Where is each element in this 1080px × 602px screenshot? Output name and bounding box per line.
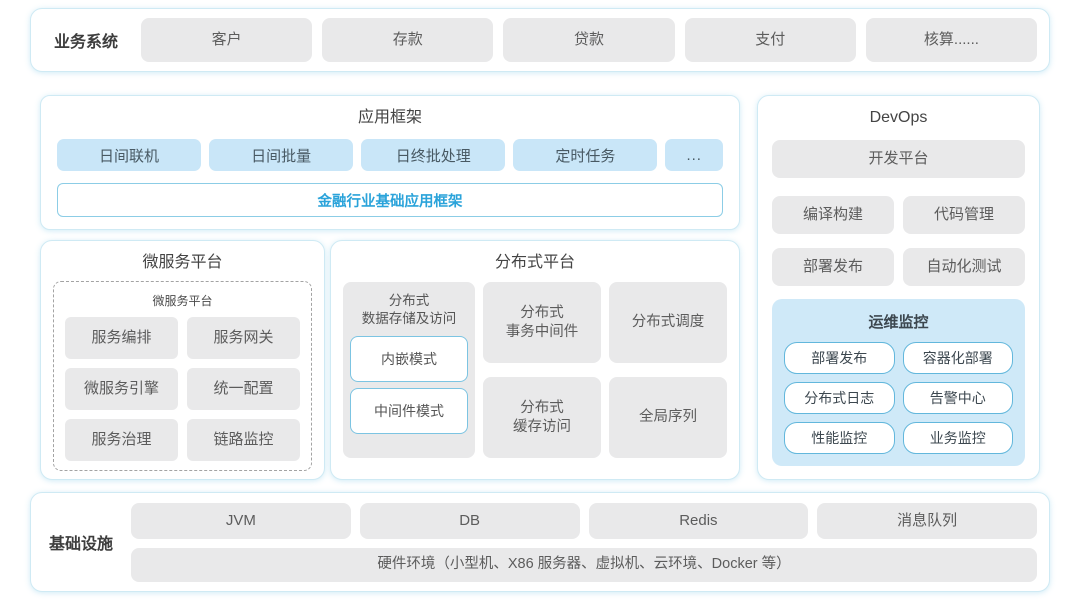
- micro-item-engine: 微服务引擎: [65, 368, 178, 410]
- infrastructure-label: 基础设施: [48, 536, 113, 553]
- app-framework-title: 应用框架: [357, 109, 422, 126]
- devops-tool-build: 编译构建: [772, 196, 894, 234]
- dist-item-global-sequence: 全局序列: [609, 377, 727, 458]
- ops-item-business-monitor: 业务监控: [902, 422, 1013, 454]
- infrastructure-items: JVM DB Redis 消息队列: [131, 502, 1037, 539]
- ops-item-perf-monitor: 性能监控: [784, 422, 895, 454]
- microservice-grid: 服务编排 服务网关 微服务引擎 统一配置 服务治理 链路监控: [65, 317, 300, 461]
- infrastructure-panel: 基础设施 JVM DB Redis 消息队列 硬件环境（小型机、X86 服务器、…: [30, 492, 1050, 592]
- devops-tool-code-mgmt: 代码管理: [903, 196, 1025, 234]
- infra-item-redis: Redis: [588, 502, 809, 539]
- devops-tool-deploy: 部署发布: [772, 248, 894, 286]
- devops-tool-auto-test: 自动化测试: [903, 248, 1025, 286]
- app-framework-items: 日间联机 日间批量 日终批处理 定时任务 ...: [57, 139, 724, 171]
- business-item-customer: 客户: [141, 18, 313, 62]
- dist-item-transaction-middleware: 分布式 事务中间件: [483, 282, 601, 363]
- microservice-inner-title: 微服务平台: [152, 294, 213, 308]
- microservice-platform-panel: 微服务平台 微服务平台 服务编排 服务网关 微服务引擎 统一配置 服务治理 链路…: [40, 240, 325, 480]
- micro-item-gateway: 服务网关: [187, 317, 300, 359]
- microservice-platform-title: 微服务平台: [142, 254, 223, 271]
- ops-item-deploy-release: 部署发布: [784, 342, 895, 374]
- hardware-environment-box: 硬件环境（小型机、X86 服务器、虚拟机、云环境、Docker 等）: [131, 547, 1037, 582]
- app-framework-item-eod-batch: 日终批处理: [361, 139, 506, 171]
- microservice-inner-box: 微服务平台 服务编排 服务网关 微服务引擎 统一配置 服务治理 链路监控: [53, 281, 312, 471]
- app-framework-item-daytime-online: 日间联机: [57, 139, 202, 171]
- infrastructure-body: JVM DB Redis 消息队列 硬件环境（小型机、X86 服务器、虚拟机、云…: [131, 502, 1049, 582]
- dist-item-scheduling: 分布式调度: [609, 282, 727, 363]
- distributed-col-right: 分布式调度 全局序列: [609, 282, 727, 458]
- business-systems-panel: 业务系统 客户 存款 贷款 支付 核算......: [30, 8, 1050, 72]
- micro-item-orchestration: 服务编排: [65, 317, 178, 359]
- app-framework-panel: 应用框架 日间联机 日间批量 日终批处理 定时任务 ... 金融行业基础应用框架: [40, 95, 740, 230]
- business-item-deposit: 存款: [322, 18, 494, 62]
- distributed-storage-label: 分布式 数据存储及访问: [361, 293, 457, 327]
- ops-item-container-deploy: 容器化部署: [902, 342, 1013, 374]
- business-item-accounting: 核算......: [865, 18, 1038, 62]
- business-systems-label: 业务系统: [53, 34, 118, 51]
- devops-dev-platform: 开发平台: [772, 140, 1025, 178]
- ops-monitor-title: 运维监控: [868, 314, 929, 331]
- dist-item-cache-access: 分布式 缓存访问: [483, 377, 601, 458]
- app-framework-item-scheduled-task: 定时任务: [513, 139, 658, 171]
- devops-panel: DevOps 开发平台 编译构建 代码管理 部署发布 自动化测试 运维监控 部署…: [757, 95, 1040, 480]
- app-framework-item-more: ...: [665, 139, 724, 171]
- devops-title: DevOps: [869, 109, 928, 126]
- micro-item-governance: 服务治理: [65, 419, 178, 461]
- ops-item-distributed-log: 分布式日志: [784, 382, 895, 414]
- app-framework-item-daytime-batch: 日间批量: [209, 139, 354, 171]
- distributed-body: 分布式 数据存储及访问 内嵌模式 中间件模式 分布式 事务中间件 分布式 缓存访…: [343, 282, 727, 458]
- distributed-col-middle: 分布式 事务中间件 分布式 缓存访问: [483, 282, 601, 458]
- business-items: 客户 存款 贷款 支付 核算......: [141, 18, 1049, 62]
- infra-item-jvm: JVM: [131, 502, 351, 539]
- ops-item-alert-center: 告警中心: [902, 382, 1013, 414]
- ops-monitor-grid: 部署发布 容器化部署 分布式日志 告警中心 性能监控 业务监控: [784, 342, 1013, 454]
- distributed-platform-title: 分布式平台: [494, 254, 575, 271]
- business-item-loan: 贷款: [503, 18, 675, 62]
- ops-monitor-panel: 运维监控 部署发布 容器化部署 分布式日志 告警中心 性能监控 业务监控: [772, 299, 1025, 466]
- distributed-storage-box: 分布式 数据存储及访问 内嵌模式 中间件模式: [343, 282, 475, 458]
- storage-mode-embedded: 内嵌模式: [350, 336, 468, 383]
- storage-mode-middleware: 中间件模式: [350, 388, 468, 435]
- micro-item-unified-config: 统一配置: [187, 368, 300, 410]
- infra-item-db: DB: [359, 502, 580, 539]
- business-item-payment: 支付: [684, 18, 856, 62]
- devops-body: 开发平台 编译构建 代码管理 部署发布 自动化测试 运维监控 部署发布 容器化部…: [758, 140, 1039, 466]
- finance-base-framework-box: 金融行业基础应用框架: [57, 183, 723, 217]
- infra-item-mq: 消息队列: [817, 502, 1037, 539]
- devops-tools-grid: 编译构建 代码管理 部署发布 自动化测试: [772, 196, 1025, 286]
- distributed-platform-panel: 分布式平台 分布式 数据存储及访问 内嵌模式 中间件模式 分布式 事务中间件 分…: [330, 240, 740, 480]
- micro-item-trace-monitor: 链路监控: [187, 419, 300, 461]
